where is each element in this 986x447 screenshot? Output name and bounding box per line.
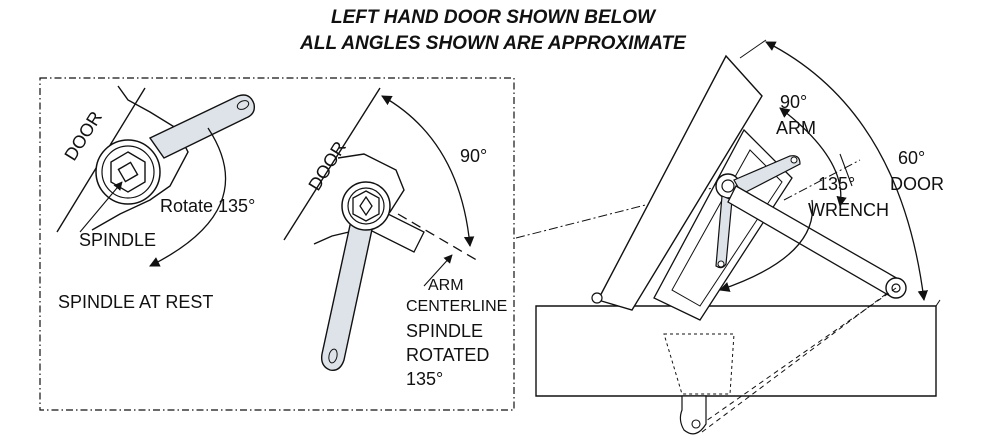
wrench-label: WRENCH (808, 200, 889, 220)
door-frame-header (535, 305, 937, 397)
wrench-angle-arc-135 (719, 199, 814, 292)
spindle-label: SPINDLE (79, 230, 156, 250)
middle-panel-spindle-rotated: DOOR 90° ARM CENTERLINE SPINDLE ROTATED … (283, 87, 507, 389)
wrench (320, 215, 375, 371)
spindle-leader (79, 181, 123, 233)
centerline-label: CENTERLINE (406, 298, 507, 315)
wrench-handle (148, 94, 256, 159)
door-reference-tick (739, 39, 767, 59)
spindle-square (359, 195, 373, 217)
closed-arm-dashed-2 (701, 293, 887, 433)
wrench-angle-label: 135° (818, 174, 855, 194)
right-panel-assembled-view: 90° ARM 135° WRENCH 60° DOOR (535, 39, 944, 435)
wrench-handle (320, 215, 375, 371)
detail-frame (39, 77, 515, 411)
header-line-1: LEFT HAND DOOR SHOWN BELOW (331, 7, 657, 28)
closed-closer-dashed (663, 333, 735, 395)
frame-break-line (935, 299, 941, 307)
wrench-lower-hole (717, 260, 725, 268)
door-leaf (596, 54, 763, 311)
door-angle-arc-60 (765, 41, 928, 302)
spindle-rotated-line2: ROTATED (406, 345, 489, 365)
centerline-leader (423, 254, 453, 287)
left-panel-spindle-at-rest: DOOR Rotate 135° SPINDLE SPINDLE AT REST (56, 85, 256, 312)
door-angle-label: 60° (898, 148, 925, 168)
wrench-hole (236, 100, 250, 110)
wrench-upper-hole (790, 156, 798, 164)
spindle-rotated-line3: 135° (406, 369, 443, 389)
door-label-right: DOOR (890, 174, 944, 194)
angle-arc-90 (381, 95, 475, 248)
rotation-arc-arrow (149, 127, 227, 267)
door-label-left: DOOR (60, 108, 106, 164)
angle-tick (839, 153, 853, 187)
angle-label-90: 90° (460, 146, 487, 166)
spindle-at-rest-label: SPINDLE AT REST (58, 292, 213, 312)
closer-spindle-inner (721, 179, 735, 193)
door-label-middle: DOOR (304, 138, 350, 194)
shoe-pin (691, 419, 701, 429)
door-edge-line (283, 87, 381, 241)
rotate-label: Rotate 135° (160, 196, 255, 216)
header-line-2: ALL ANGLES SHOWN ARE APPROXIMATE (299, 33, 687, 54)
arm-angle-label: 90° (780, 92, 807, 112)
arm-angle-arc-90 (779, 107, 847, 208)
arm-shoe (679, 395, 707, 435)
spindle-rotated-line1: SPINDLE (406, 321, 483, 341)
arm-label-right: ARM (776, 118, 816, 138)
door-outline (91, 85, 189, 231)
arm-label: ARM (428, 277, 464, 294)
spindle-square (117, 161, 139, 183)
wrench (148, 94, 256, 159)
hinge-pivot (591, 292, 603, 304)
wrench-hole (328, 348, 338, 364)
